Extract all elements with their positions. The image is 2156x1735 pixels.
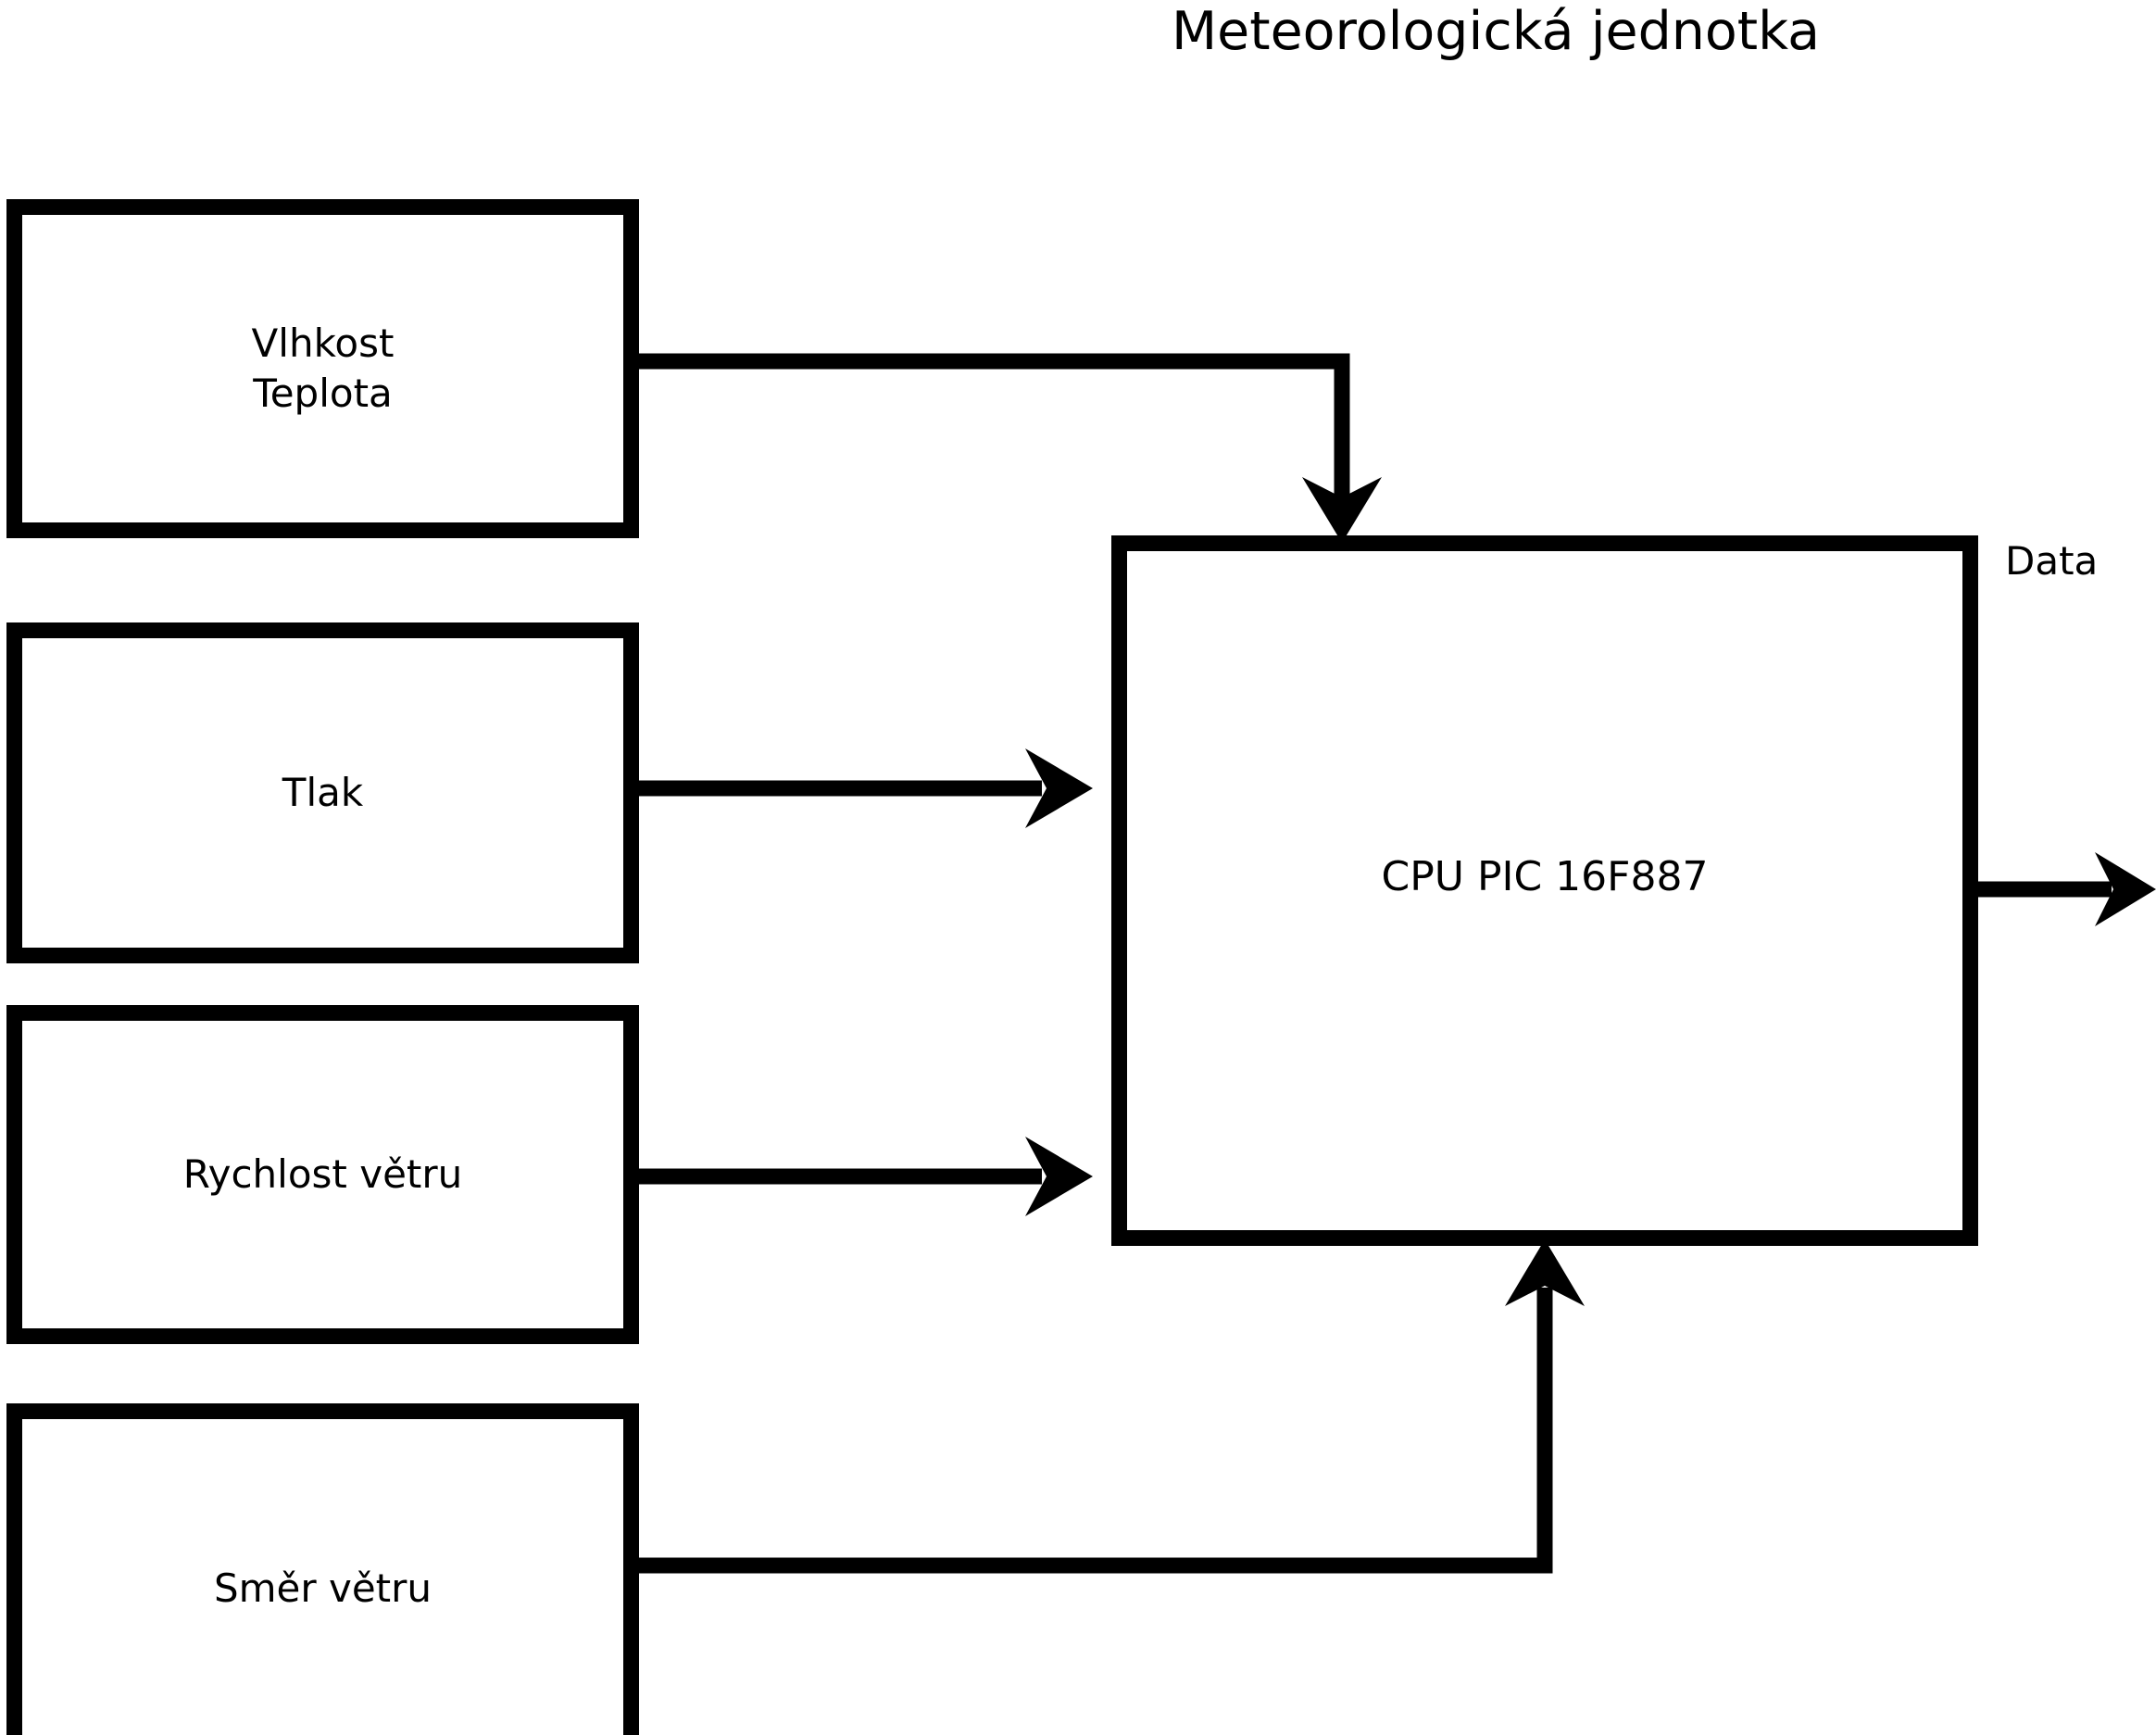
connector-wind-speed-to-cpu	[639, 1137, 1093, 1216]
block-pressure[interactable]: Tlak	[6, 622, 639, 963]
block-wind-direction-label: Směr větru	[213, 1565, 432, 1611]
connector-cpu-to-data-output	[1978, 852, 2156, 926]
connector-line	[639, 1288, 1553, 1574]
block-pressure-label: Tlak	[282, 770, 364, 815]
data-output-label: Data	[2005, 538, 2099, 584]
connector-wind-direction-to-cpu	[639, 1239, 1585, 1574]
block-wind-direction[interactable]: Směr větru	[6, 1403, 639, 1735]
arrowhead-right-icon	[1025, 748, 1093, 828]
connector-line	[639, 353, 1350, 500]
page-title: Meteorologická jednotka	[1172, 1, 1821, 62]
connector-pressure-to-cpu	[639, 748, 1093, 828]
block-wind-speed[interactable]: Rychlost větru	[6, 1005, 639, 1344]
block-cpu-label: CPU PIC 16F887	[1381, 853, 1709, 900]
block-humidity-temperature[interactable]: Vlhkost Teplota	[6, 199, 639, 538]
connector-humidity-to-cpu	[639, 353, 1382, 543]
arrowhead-right-icon	[1025, 1137, 1093, 1216]
block-cpu[interactable]: CPU PIC 16F887	[1111, 535, 1978, 1246]
block-humidity-temperature-label: Vlhkost Teplota	[251, 321, 395, 416]
arrowhead-down-icon	[1302, 477, 1382, 543]
arrowhead-right-icon	[2095, 852, 2156, 926]
arrowhead-up-icon	[1505, 1239, 1585, 1306]
block-wind-speed-label: Rychlost větru	[182, 1151, 463, 1197]
